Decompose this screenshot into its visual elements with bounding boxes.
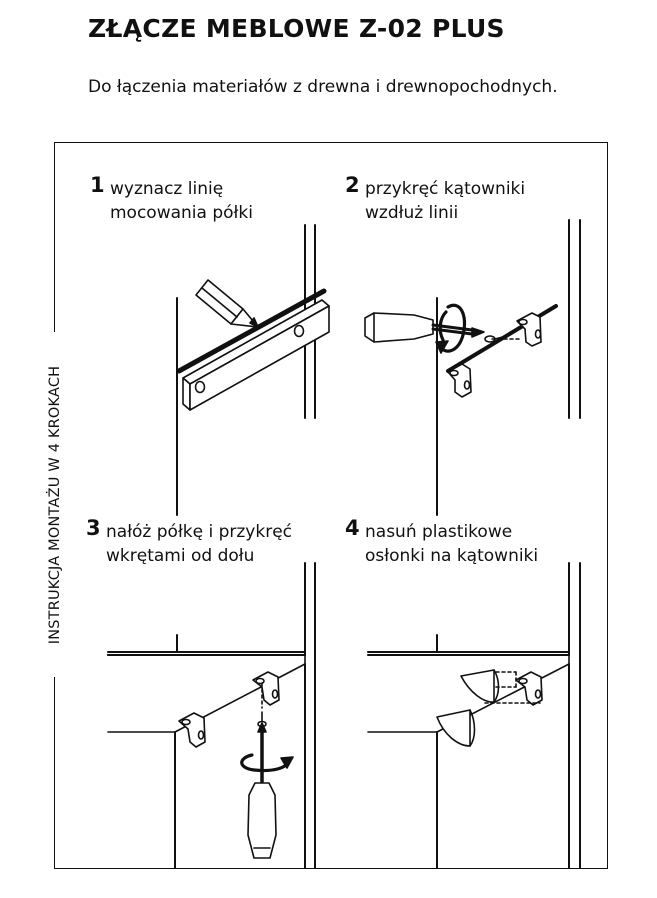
step3-illustration bbox=[107, 562, 316, 869]
step-text-line1: nałóż półkę i przykręć bbox=[106, 522, 293, 542]
step-text-line2: osłonki na kątowniki bbox=[365, 546, 539, 566]
frame-border-right bbox=[607, 142, 608, 869]
frame-border-left-top bbox=[54, 142, 55, 332]
step1-illustration bbox=[176, 224, 330, 516]
angle-bracket-icon bbox=[515, 671, 543, 706]
step-number: 4 bbox=[345, 516, 360, 540]
step4-illustration bbox=[367, 562, 581, 869]
frame-border-bottom bbox=[54, 868, 608, 869]
frame-border-top bbox=[54, 142, 608, 143]
step-text-line1: nasuń plastikowe bbox=[365, 522, 513, 542]
spirit-level-icon bbox=[176, 288, 330, 411]
step-number: 2 bbox=[345, 173, 360, 197]
angle-bracket-icon bbox=[447, 363, 472, 398]
step-3: 3 nałóż półkę i przykręć wkrętami od doł… bbox=[86, 516, 293, 568]
rotation-arrow-icon bbox=[240, 753, 294, 773]
angle-bracket-icon bbox=[491, 312, 542, 347]
step-1: 1 wyznacz linię mocowania półki bbox=[90, 173, 253, 225]
plastic-cover-icon bbox=[460, 669, 500, 703]
step2-illustration bbox=[364, 219, 581, 516]
screwdriver-icon bbox=[247, 722, 277, 859]
step-text-line2: wzdłuż linii bbox=[365, 203, 459, 223]
step-4: 4 nasuń plastikowe osłonki na kątowniki bbox=[345, 516, 539, 568]
angle-bracket-icon bbox=[178, 712, 206, 748]
step-text-line2: mocowania półki bbox=[110, 203, 253, 223]
step-text-line1: wyznacz linię bbox=[110, 179, 224, 199]
step-number: 1 bbox=[90, 173, 105, 197]
page-title: ZŁĄCZE MEBLOWE Z-02 PLUS bbox=[88, 14, 505, 43]
step-text-line2: wkrętami od dołu bbox=[106, 546, 255, 566]
plastic-cover-icon bbox=[436, 709, 476, 747]
step-2: 2 przykręć kątowniki wzdłuż linii bbox=[345, 173, 526, 225]
rotation-arrow-icon bbox=[435, 303, 467, 354]
screwdriver-icon bbox=[364, 312, 485, 343]
page-subtitle: Do łączenia materiałów z drewna i drewno… bbox=[88, 77, 558, 97]
pencil-icon bbox=[195, 279, 259, 328]
step-text-line1: przykręć kątowniki bbox=[365, 179, 526, 199]
frame-border-left-bottom bbox=[54, 677, 55, 869]
step-number: 3 bbox=[86, 516, 101, 540]
